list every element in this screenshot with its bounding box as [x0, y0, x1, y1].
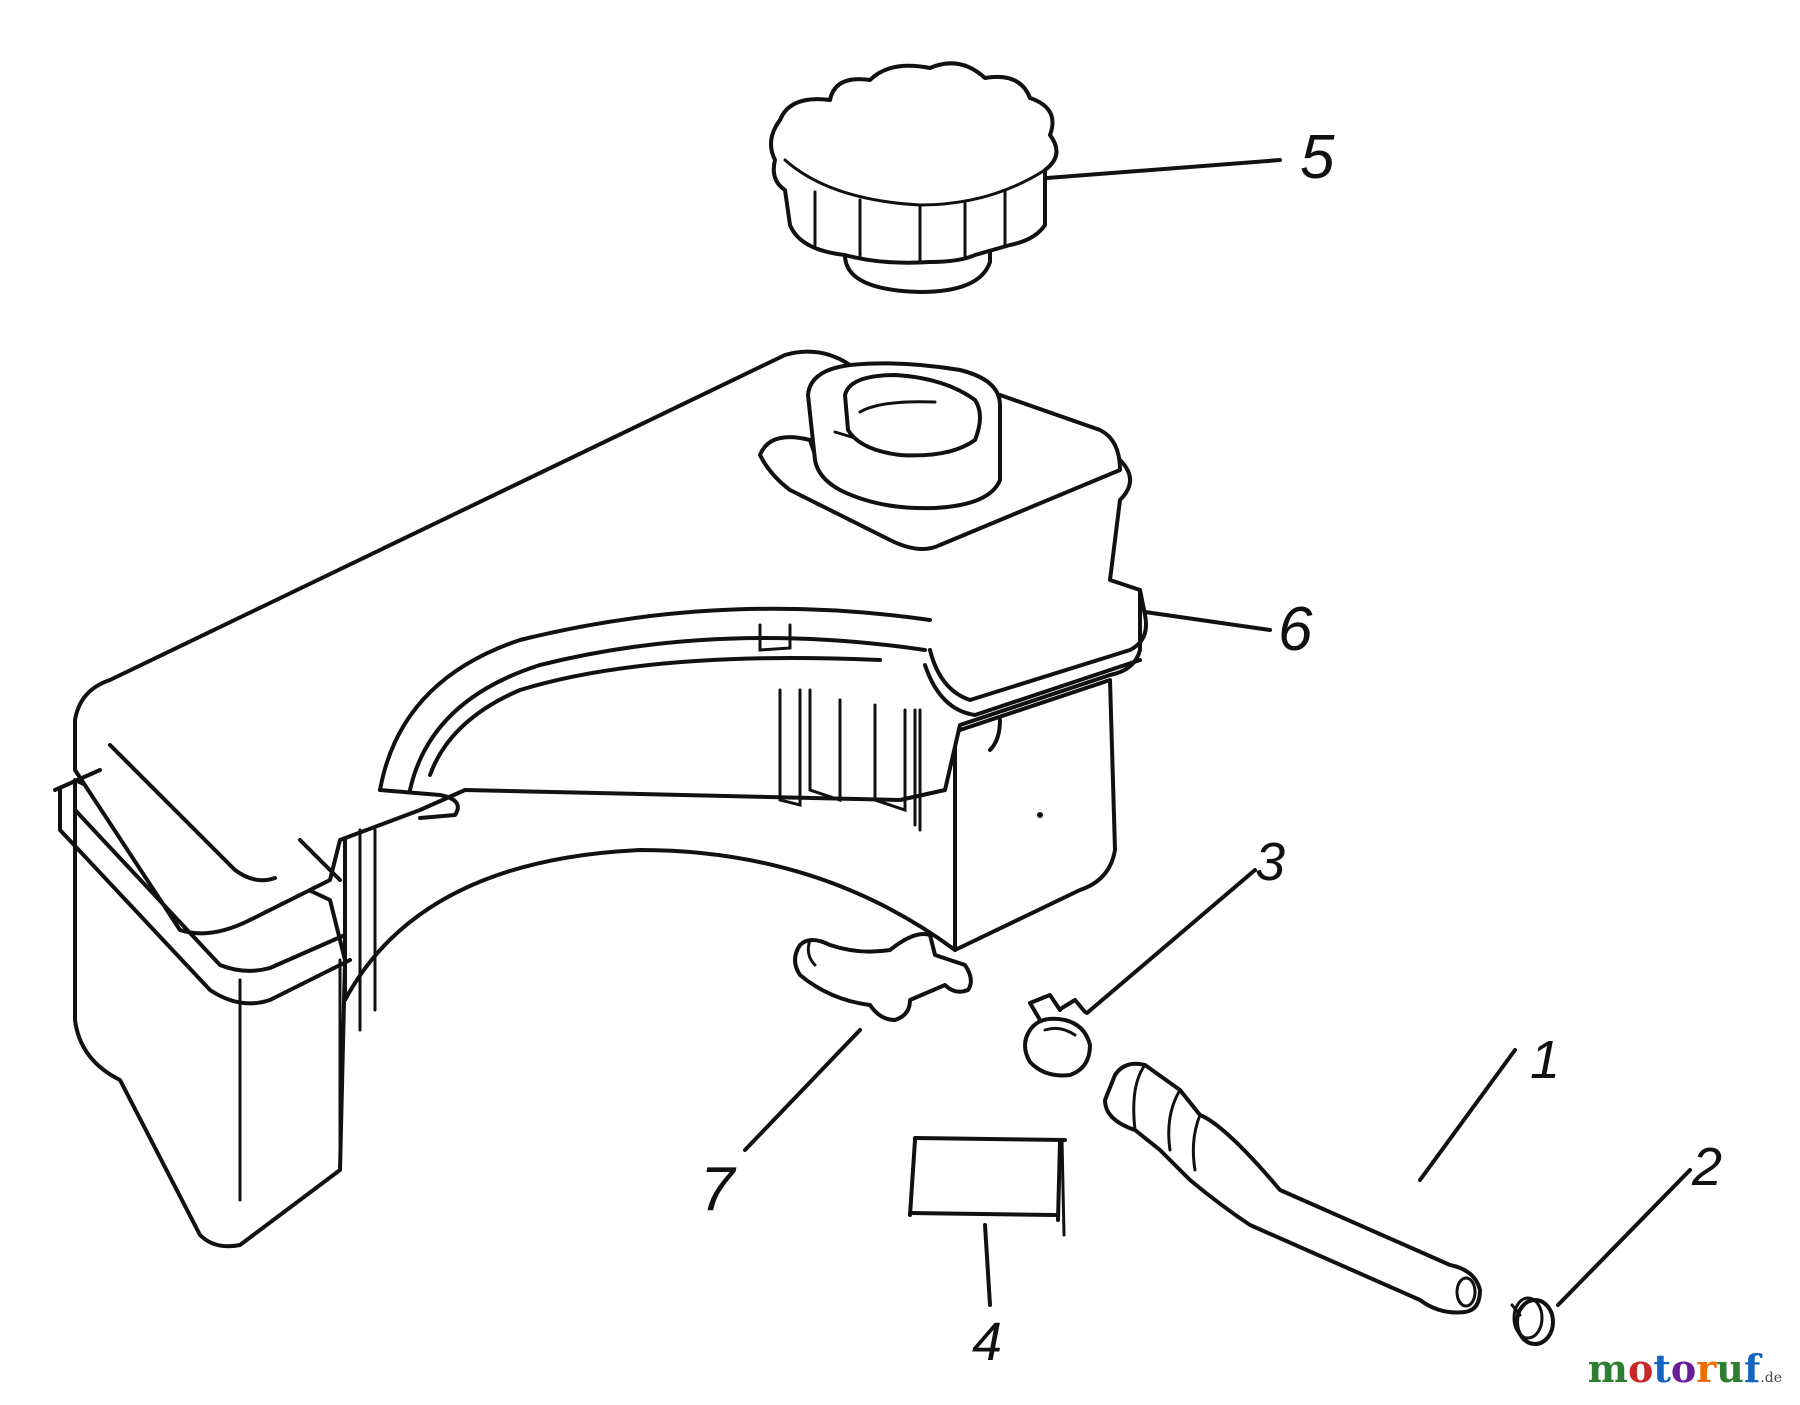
watermark-letter: r — [1696, 1346, 1717, 1391]
fuel-hose — [1103, 1061, 1482, 1315]
watermark-suffix: .de — [1760, 1370, 1782, 1386]
watermark-letter: u — [1716, 1346, 1744, 1391]
hose-clip — [1510, 1296, 1555, 1346]
filler-neck — [758, 361, 1122, 551]
callout-7: 7 — [700, 1155, 737, 1224]
callout-2: 2 — [1691, 1137, 1722, 1197]
fuel-cap — [769, 61, 1059, 294]
watermark-letter: o — [1627, 1346, 1654, 1391]
decal-label — [908, 1136, 1067, 1237]
watermark-logo: motoruf.de — [1588, 1346, 1782, 1391]
callout-1: 1 — [1530, 1030, 1560, 1090]
watermark-letter: t — [1653, 1346, 1671, 1391]
callout-5: 5 — [1300, 123, 1335, 192]
fuel-elbow — [793, 932, 973, 1022]
watermark-letter: o — [1670, 1346, 1697, 1391]
leader-lines — [743, 158, 1692, 1307]
callout-4: 4 — [972, 1312, 1002, 1372]
watermark-letter: m — [1587, 1346, 1628, 1391]
callout-6: 6 — [1278, 595, 1313, 664]
watermark-letter: f — [1743, 1346, 1761, 1391]
hose-clamp — [1023, 993, 1092, 1078]
callout-3: 3 — [1255, 832, 1285, 892]
